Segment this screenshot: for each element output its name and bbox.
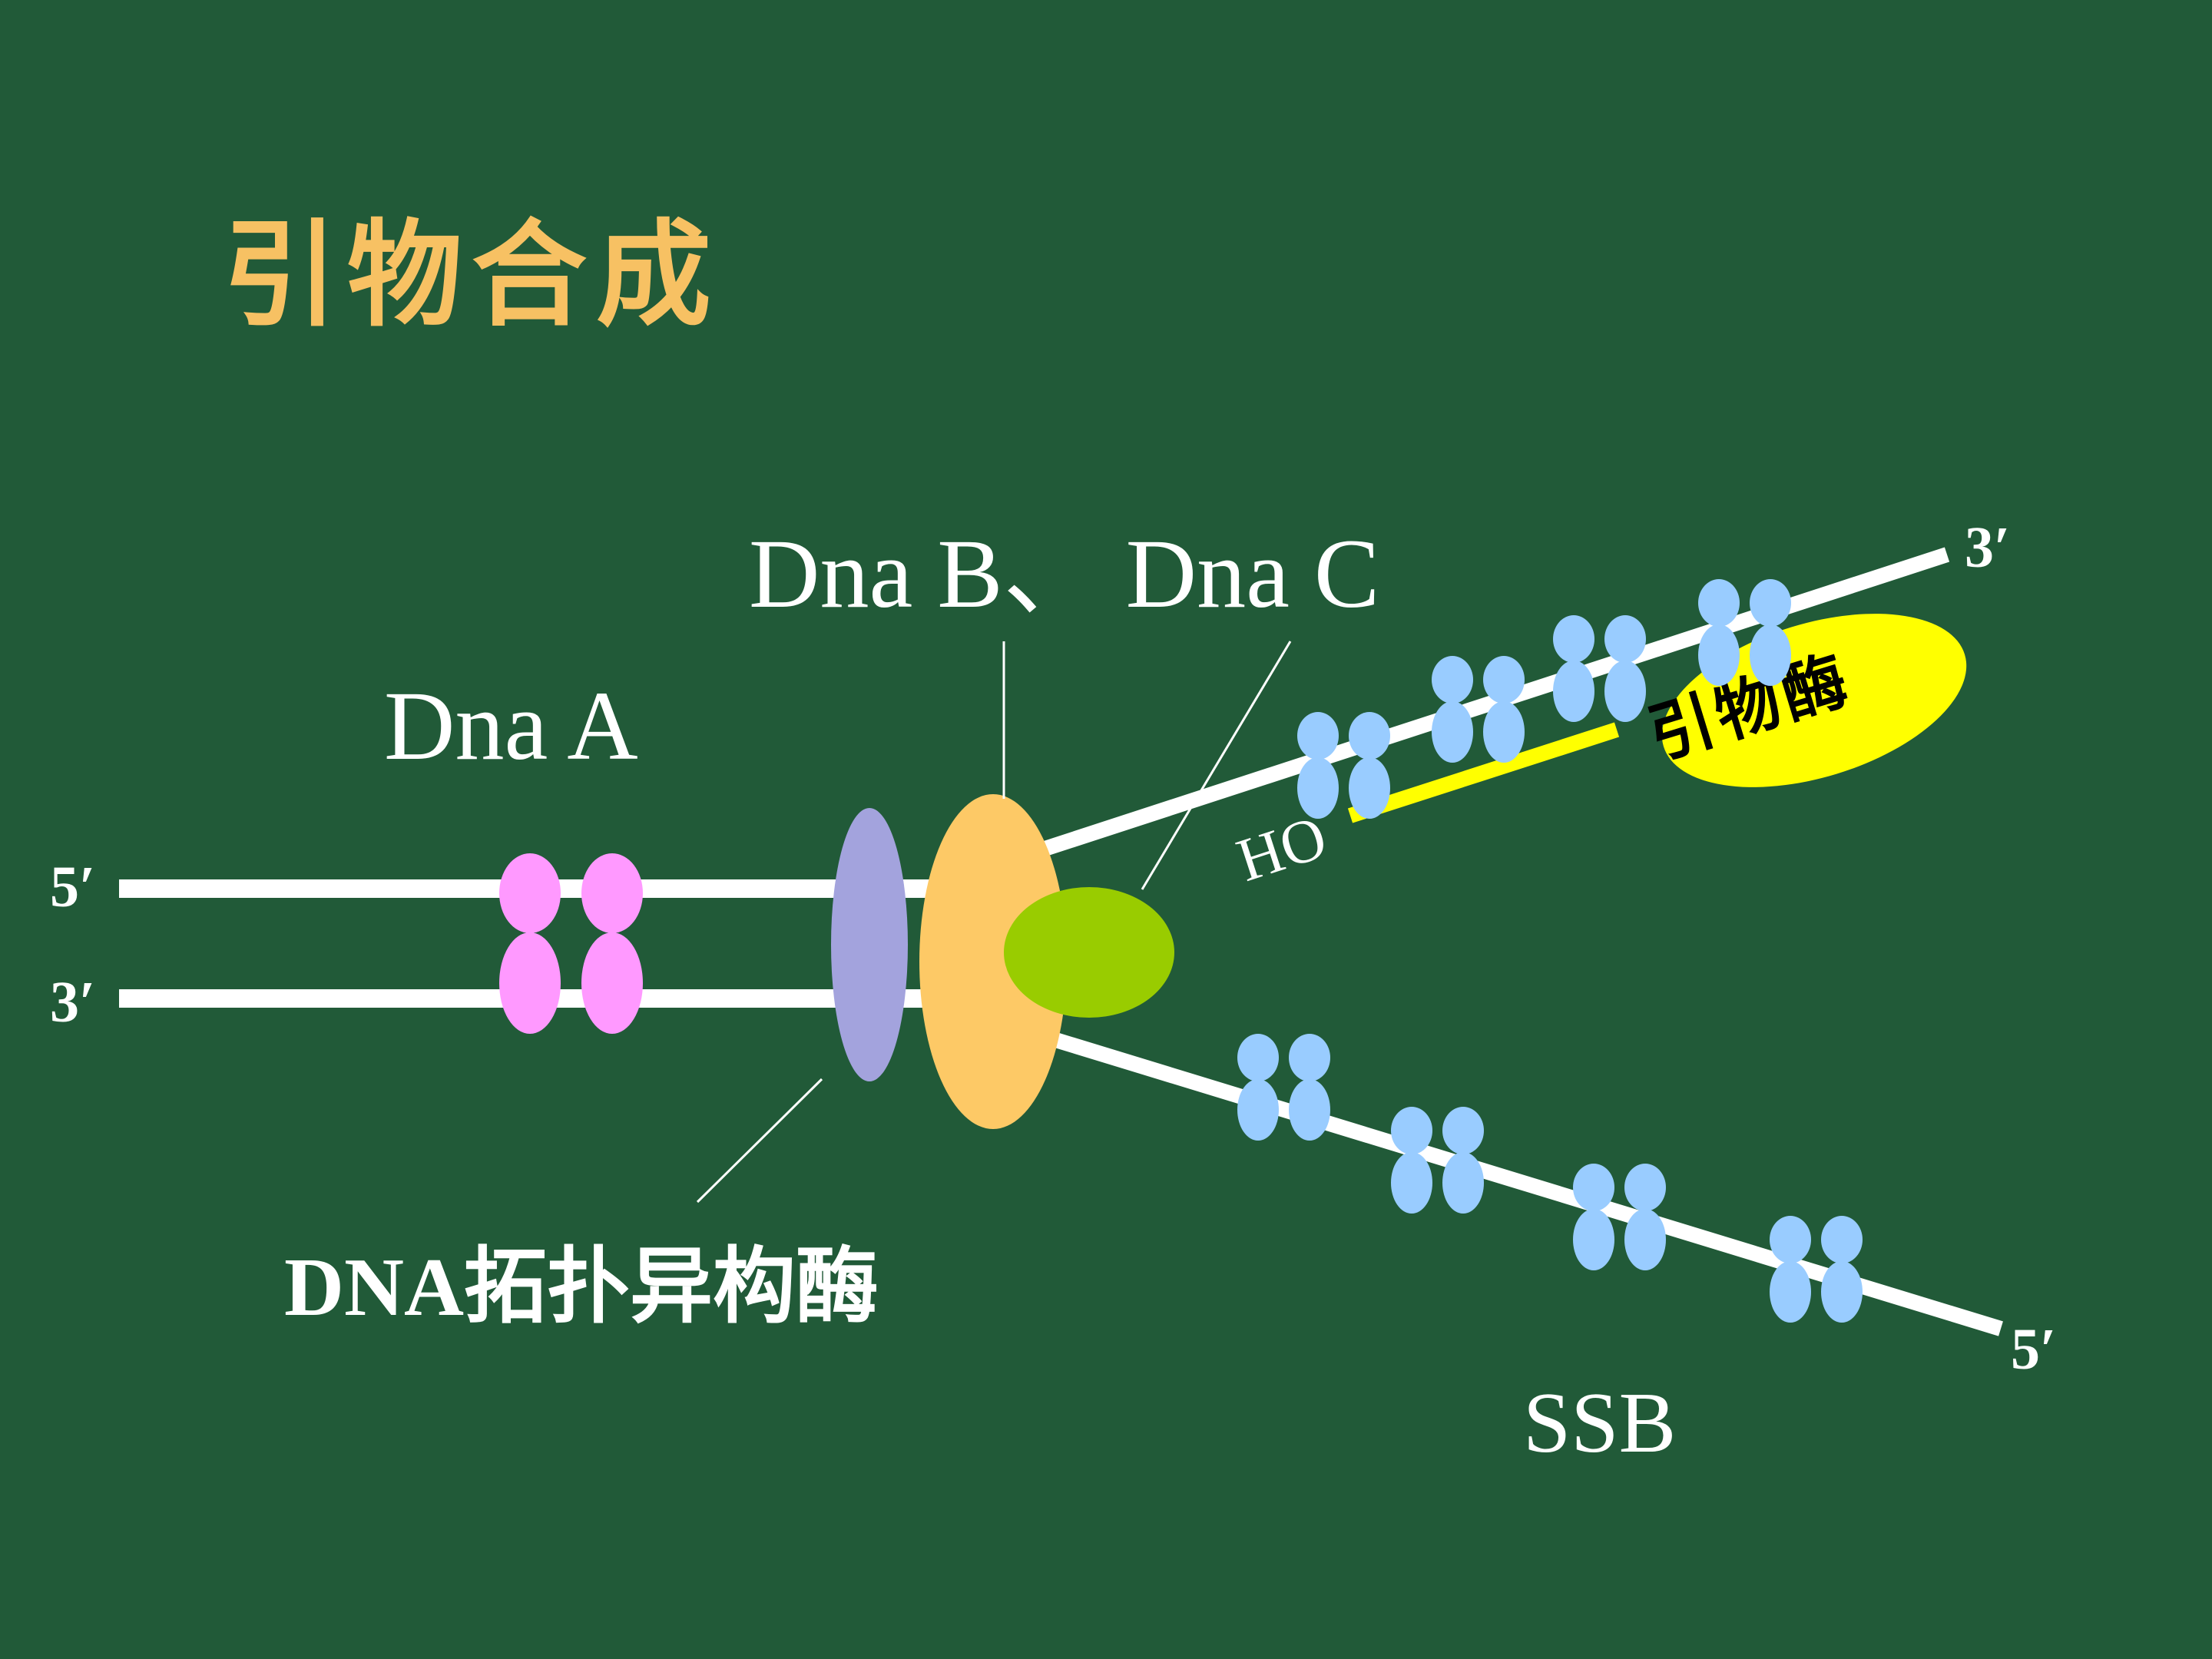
dna-c-leader-line bbox=[1141, 641, 1292, 890]
ssb-protein bbox=[1237, 1034, 1279, 1081]
ssb-protein bbox=[1483, 656, 1525, 704]
dna-a-label: Dna A bbox=[384, 671, 638, 780]
ssb-lower-group bbox=[1237, 1034, 1863, 1323]
ssb-protein bbox=[1770, 1261, 1811, 1323]
ssb-protein bbox=[1349, 757, 1390, 819]
dna-a-protein bbox=[581, 932, 643, 1034]
ssb-protein bbox=[1391, 1107, 1432, 1154]
ssb-protein bbox=[1821, 1261, 1863, 1323]
ssb-protein bbox=[1698, 579, 1740, 627]
leading-strand-upper bbox=[1030, 547, 1950, 860]
ssb-protein bbox=[1624, 1164, 1666, 1211]
dna-a-protein-group bbox=[499, 853, 643, 1034]
ssb-protein bbox=[1553, 615, 1594, 663]
ssb-protein bbox=[1604, 661, 1646, 722]
ssb-protein bbox=[1573, 1209, 1614, 1270]
ssb-protein bbox=[1750, 579, 1791, 627]
ssb-protein bbox=[1442, 1152, 1484, 1214]
ssb-protein bbox=[1297, 712, 1339, 760]
rna-primer bbox=[1347, 722, 1620, 823]
dna-bc-label: Dna B、 Dna C bbox=[749, 519, 1379, 628]
dna-b-ellipse bbox=[919, 794, 1067, 1129]
ssb-protein bbox=[1750, 624, 1791, 686]
dna-a-protein bbox=[499, 932, 561, 1034]
ssb-protein bbox=[1770, 1216, 1811, 1263]
topoisomerase-label: DNA拓扑异构酶 bbox=[284, 1242, 879, 1333]
slide-title: 引物合成 bbox=[223, 213, 720, 340]
ssb-protein bbox=[1442, 1107, 1484, 1154]
ssb-protein bbox=[1391, 1152, 1432, 1214]
ssb-protein bbox=[1553, 661, 1594, 722]
dna-a-protein bbox=[499, 853, 561, 933]
ssb-protein bbox=[1604, 615, 1646, 663]
strand-end-label-5prime-left: 5′ bbox=[50, 855, 95, 919]
ssb-protein bbox=[1289, 1034, 1330, 1081]
ssb-protein bbox=[1349, 712, 1390, 760]
ssb-protein bbox=[1698, 624, 1740, 686]
ssb-protein bbox=[1821, 1216, 1863, 1263]
dna-a-protein bbox=[581, 853, 643, 933]
ssb-protein bbox=[1297, 757, 1339, 819]
ssb-protein bbox=[1432, 701, 1473, 763]
ssb-protein bbox=[1237, 1079, 1279, 1141]
ssb-protein bbox=[1624, 1209, 1666, 1270]
ssb-upper-group bbox=[1297, 579, 1791, 819]
topoisomerase-ellipse bbox=[831, 808, 908, 1081]
strand-end-label-3prime-left: 3′ bbox=[50, 970, 95, 1035]
topoisomerase-leader-line bbox=[696, 1078, 823, 1204]
strand-end-label-5prime-lower: 5′ bbox=[2011, 1317, 2056, 1382]
dna-c-ellipse bbox=[1004, 887, 1174, 1018]
strand-end-label-3prime-upper: 3′ bbox=[1965, 515, 2010, 580]
ssb-protein bbox=[1432, 656, 1473, 704]
ssb-label: SSB bbox=[1523, 1376, 1676, 1471]
ssb-protein bbox=[1573, 1164, 1614, 1211]
ssb-protein bbox=[1483, 701, 1525, 763]
ssb-protein bbox=[1289, 1079, 1330, 1141]
